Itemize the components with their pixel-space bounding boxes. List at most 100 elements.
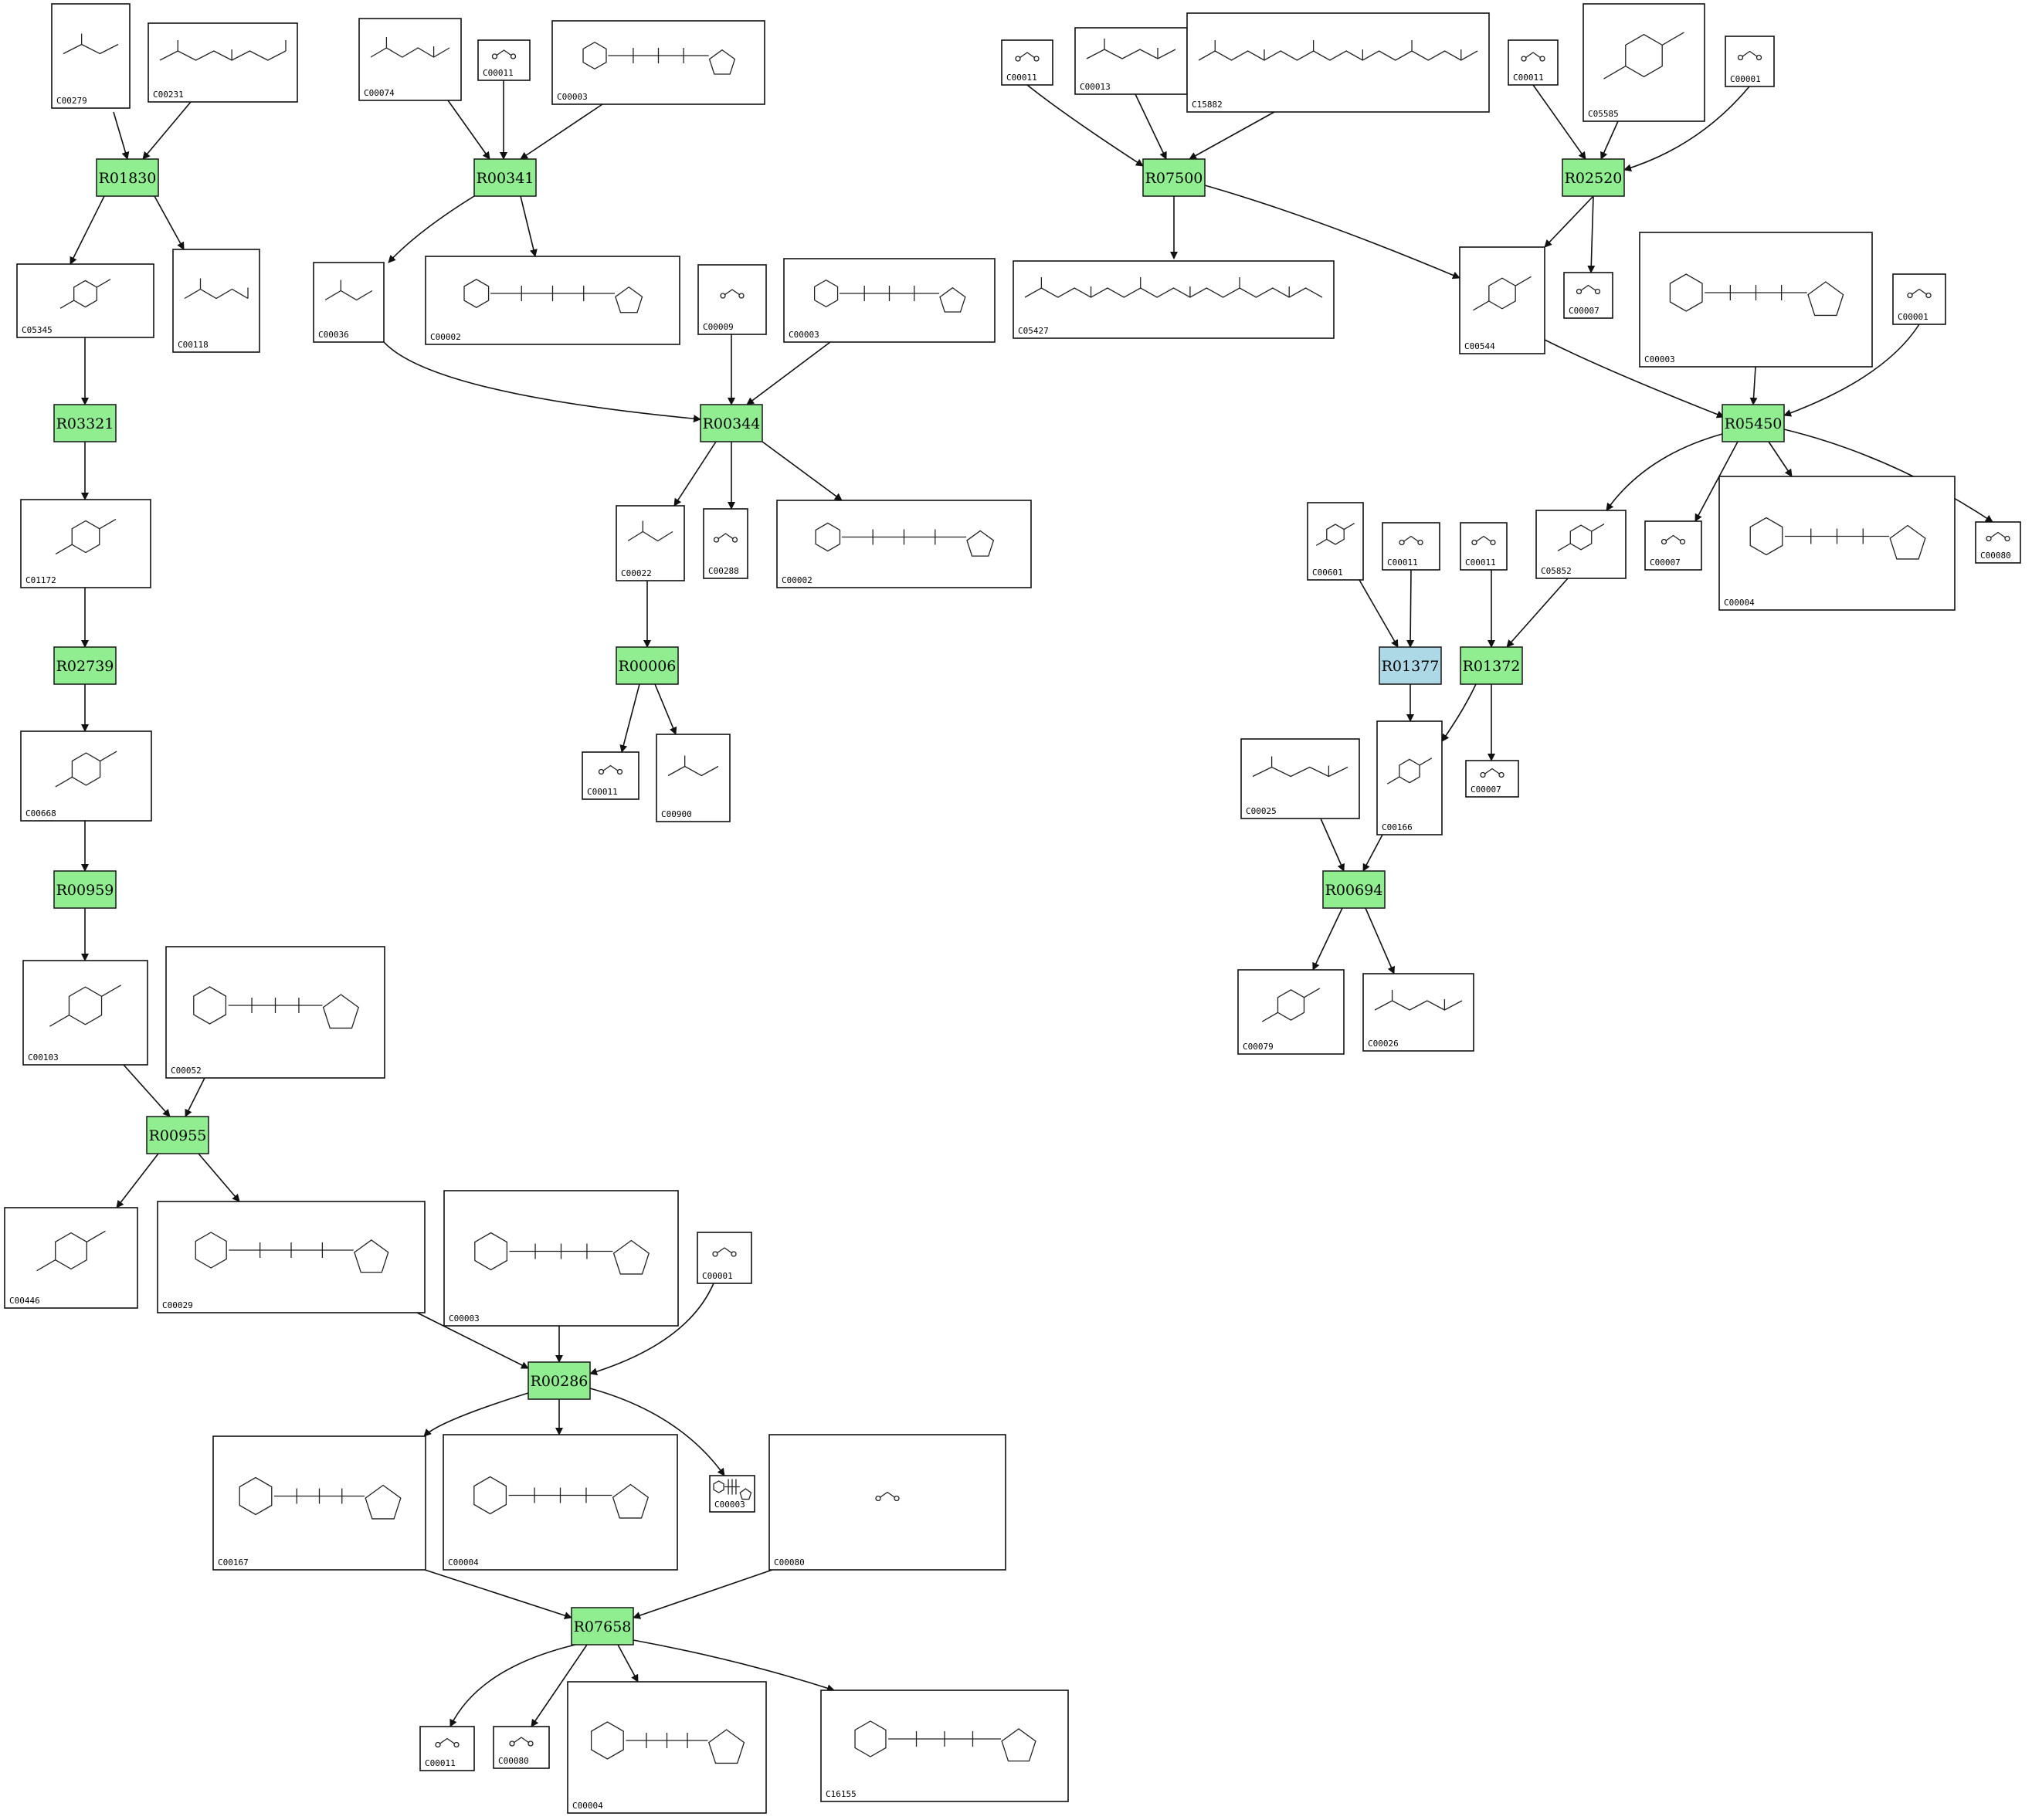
compound-node-c00001[interactable]: C00001 [1892, 273, 1946, 325]
compound-id-label: C00036 [318, 330, 349, 340]
reaction-node-r00006[interactable]: R00006 [616, 646, 679, 685]
compound-id-label: C16155 [826, 1789, 857, 1799]
compound-node-c00003[interactable]: C00003 [551, 20, 765, 105]
edge-r00286-to-c00080 [589, 1388, 725, 1476]
compound-id-label: C00446 [9, 1296, 40, 1306]
compound-node-c00074[interactable]: C00074 [358, 18, 462, 101]
reaction-box [53, 404, 117, 442]
reaction-node-r01830[interactable]: R01830 [96, 158, 159, 197]
compound-node-c00288[interactable]: C00288 [703, 508, 748, 579]
compound-node-c00002[interactable]: C00002 [425, 256, 680, 345]
compound-node-c00001[interactable]: C00001 [1725, 36, 1775, 87]
compound-node-c00004[interactable]: C00004 [1718, 476, 1956, 611]
compound-node-c05345[interactable]: C05345 [16, 263, 154, 338]
compound-node-c05585[interactable]: C05585 [1583, 3, 1705, 122]
reaction-node-r02739[interactable]: R02739 [53, 646, 117, 685]
reaction-node-r01372[interactable]: R01372 [1460, 646, 1523, 685]
compound-node-c00004[interactable]: C00004 [567, 1681, 767, 1814]
compound-node-c00003[interactable]: C00003 [783, 258, 996, 343]
reaction-node-r00694[interactable]: R00694 [1322, 870, 1386, 909]
structure-glyph [491, 49, 517, 59]
compound-node-c00166[interactable]: C00166 [1376, 720, 1443, 835]
compound-node-c00279[interactable]: C00279 [51, 3, 131, 109]
reaction-node-r00955[interactable]: R00955 [146, 1116, 209, 1154]
compound-id-label: C00011 [1387, 558, 1418, 568]
structure-glyph [815, 522, 995, 557]
compound-node-c00668[interactable]: C00668 [20, 730, 152, 822]
reaction-node-r01377[interactable]: R01377 [1379, 646, 1442, 685]
compound-box [768, 1434, 1006, 1571]
compound-node-c00011[interactable]: C00011 [477, 39, 531, 81]
compound-node-c00036[interactable]: C00036 [313, 262, 385, 343]
compound-node-c00025[interactable]: C00025 [1240, 738, 1360, 819]
compound-id-label: C00007 [1471, 785, 1501, 795]
compound-node-c00118[interactable]: C00118 [172, 249, 260, 353]
compound-node-c00167[interactable]: C00167 [212, 1435, 426, 1571]
compound-node-c00079[interactable]: C00079 [1237, 969, 1345, 1055]
compound-node-c15882[interactable]: C15882 [1186, 12, 1490, 113]
reaction-node-r05450[interactable]: R05450 [1722, 404, 1785, 442]
structure-glyph [1261, 988, 1321, 1022]
reaction-node-r07658[interactable]: R07658 [571, 1607, 634, 1645]
compound-node-c00029[interactable]: C00029 [157, 1201, 426, 1313]
compound-node-c00080[interactable]: C00080 [493, 1726, 550, 1769]
structure-glyph [1986, 531, 2010, 542]
compound-box [656, 734, 731, 822]
reaction-node-r00286[interactable]: R00286 [528, 1361, 591, 1400]
compound-node-c00080[interactable]: C00080 [1975, 521, 2021, 564]
compound-node-c00007[interactable]: C00007 [1644, 520, 1702, 571]
compound-node-c00080[interactable]: C00080 [768, 1434, 1006, 1571]
structure-glyph [1399, 535, 1423, 546]
reaction-node-r00341[interactable]: R00341 [473, 158, 537, 197]
compound-id-label: C15882 [1192, 100, 1223, 110]
compound-node-c00022[interactable]: C00022 [616, 505, 685, 581]
compound-node-c00011[interactable]: C00011 [582, 751, 639, 800]
reaction-node-r07500[interactable]: R07500 [1142, 158, 1206, 197]
compound-node-c00002[interactable]: C00002 [776, 500, 1032, 588]
compound-node-c00011[interactable]: C00011 [1460, 522, 1508, 571]
compound-node-c01172[interactable]: C01172 [20, 499, 151, 588]
reaction-id-label: R07500 [1145, 170, 1203, 187]
compound-node-c00900[interactable]: C00900 [656, 734, 731, 822]
compound-node-c00446[interactable]: C00446 [4, 1207, 138, 1309]
compound-node-c16155[interactable]: C16155 [820, 1690, 1069, 1802]
edge-c00011-to-r01377 [1406, 569, 1415, 648]
compound-node-c00013[interactable]: C00013 [1074, 27, 1188, 95]
compound-node-c00011[interactable]: C00011 [1508, 39, 1559, 86]
compound-node-c00007[interactable]: C00007 [1465, 760, 1519, 798]
compound-node-c00007[interactable]: C00007 [1563, 272, 1613, 319]
reaction-node-r00959[interactable]: R00959 [53, 870, 117, 909]
compound-box [1460, 522, 1508, 571]
compound-node-c00001[interactable]: C00001 [697, 1232, 752, 1284]
compound-node-c00004[interactable]: C00004 [443, 1434, 678, 1571]
compound-node-c00009[interactable]: C00009 [697, 264, 767, 335]
compound-id-label: C00052 [171, 1066, 202, 1076]
compound-box [16, 263, 154, 338]
edge-c00001-to-r05450 [1783, 324, 1920, 417]
compound-node-c00011[interactable]: C00011 [1382, 522, 1440, 571]
compound-node-c00231[interactable]: C00231 [148, 22, 298, 103]
compound-node-c00026[interactable]: C00026 [1362, 973, 1474, 1052]
edge-r00006-to-c00011 [619, 683, 640, 753]
compound-node-c00003[interactable]: C00003 [1639, 232, 1873, 368]
compound-node-c00103[interactable]: C00103 [22, 960, 148, 1066]
compound-node-c00052[interactable]: C00052 [165, 946, 385, 1079]
compound-node-c05852[interactable]: C05852 [1535, 510, 1627, 579]
reaction-node-r00344[interactable]: R00344 [700, 404, 763, 442]
compound-node-c05427[interactable]: C05427 [1013, 260, 1335, 339]
compound-node-c00601[interactable]: C00601 [1307, 502, 1364, 581]
edge-r00955-to-c00029 [198, 1153, 240, 1202]
compound-node-c00003[interactable]: C00003 [709, 1475, 755, 1513]
structure-glyph [49, 985, 121, 1027]
compound-node-c00011[interactable]: C00011 [1001, 39, 1053, 86]
compound-node-c00544[interactable]: C00544 [1459, 246, 1545, 354]
reaction-node-r03321[interactable]: R03321 [53, 404, 117, 442]
compound-node-c00011[interactable]: C00011 [419, 1726, 475, 1771]
structure-glyph [1907, 288, 1932, 299]
reaction-node-r02520[interactable]: R02520 [1562, 158, 1625, 197]
structure-glyph [1521, 52, 1545, 62]
compound-node-c00003[interactable]: C00003 [443, 1190, 679, 1327]
